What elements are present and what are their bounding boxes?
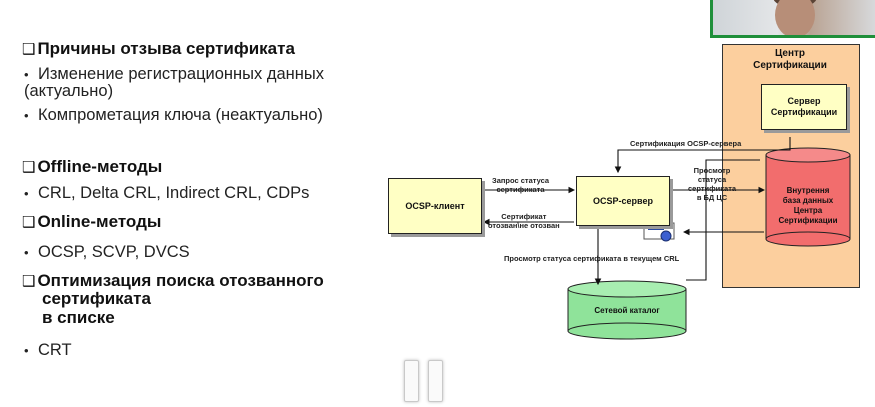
label-cert-revoked: Сертификат отозван\не отозван	[488, 212, 560, 230]
checkbox-bullet-icon: ❑	[22, 158, 36, 176]
heading-revocation-reasons: ❑Причины отзыва сертификата	[22, 39, 295, 58]
label-view-status-db: Просмотр статуса сертификата в БД ЦС	[688, 166, 737, 202]
checkbox-bullet-icon: ❑	[22, 272, 36, 290]
heading-optimization: ❑Оптимизация поиска отозванного	[22, 271, 324, 290]
checkbox-bullet-icon: ❑	[22, 40, 36, 58]
bullet-online-list: •OCSP, SCVP, DVCS	[24, 243, 190, 261]
ocsp-client-node: OCSP-клиент	[388, 178, 482, 234]
label-status-request: Запрос статуса сертификата	[492, 176, 550, 194]
network-catalog-cylinder	[567, 280, 687, 340]
webcam-thumbnail[interactable]	[710, 0, 875, 38]
bullet-offline-list: •CRL, Delta CRL, Indirect CRL, CDPs	[24, 184, 310, 202]
bullet-optimization-crt: •CRT	[24, 341, 72, 359]
internal-database-cylinder	[765, 147, 851, 247]
checkbox-bullet-icon: ❑	[22, 213, 36, 231]
slide-title-fragment: …	[60, 0, 320, 6]
heading-online-methods: ❑Online-методы	[22, 212, 162, 231]
pause-bar-left	[404, 360, 419, 402]
certification-center-label: Центр Сертификации	[753, 48, 827, 71]
network-catalog-label: Сетевой каталог	[594, 306, 660, 315]
pause-bar-right	[428, 360, 443, 402]
internal-database-label: Внутрення база данных Центра Сертификаци…	[778, 186, 838, 225]
heading-offline-methods: ❑Offline-методы	[22, 157, 163, 176]
certificate-icon	[643, 222, 675, 242]
label-view-status-crl: Просмотр статуса сертификата в текущем C…	[504, 254, 680, 263]
arrow-crl-publish	[686, 159, 760, 281]
label-certification: Сертификация OCSP-сервера	[630, 139, 742, 148]
bullet-reason-registration: •Изменение регистрационных данных	[24, 65, 324, 83]
heading-optimization-line3: в списке	[42, 308, 115, 327]
heading-optimization-line2: сертификата	[42, 289, 151, 308]
pause-icon[interactable]	[404, 360, 444, 402]
arrow-certification	[614, 137, 791, 174]
bullet-reason-registration-note: (актуально)	[24, 82, 114, 100]
bullet-reason-key-compromise: •Компрометация ключа (неактуально)	[24, 106, 323, 124]
presenter-face	[775, 0, 815, 35]
ocsp-server-node: OCSP-сервер	[576, 176, 670, 226]
